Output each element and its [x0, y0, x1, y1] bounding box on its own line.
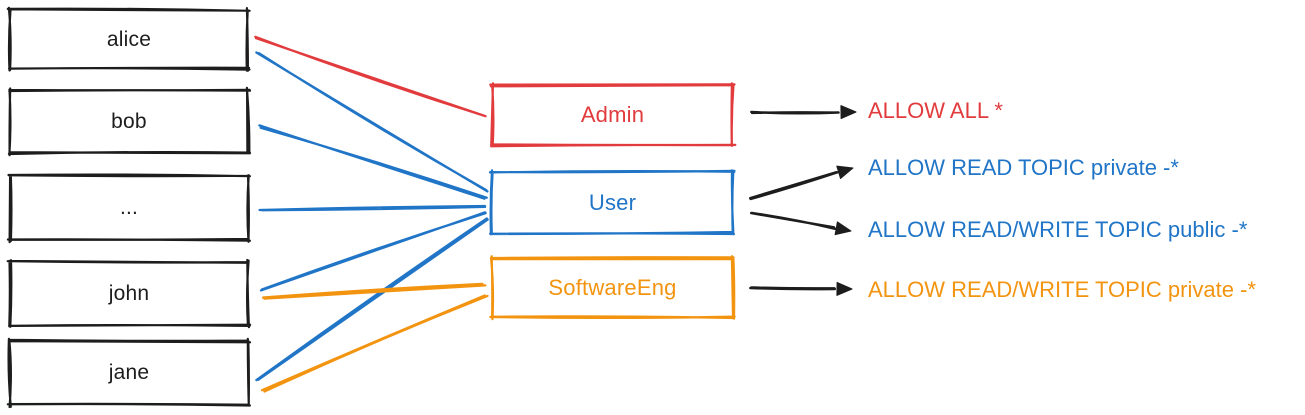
edge-jane-user — [255, 217, 489, 382]
edge-ellipsis-user — [258, 204, 487, 212]
arrow-shaft-user-p3 — [750, 211, 837, 230]
role-box-user — [488, 169, 736, 236]
edge-jane-softwareeng — [260, 294, 489, 393]
edge-john-user — [259, 211, 487, 292]
edge-alice-admin — [254, 35, 487, 118]
user-box-jane — [6, 337, 252, 409]
arrow-head-user-p2 — [836, 165, 854, 179]
role-box-softwareeng — [489, 255, 736, 321]
role-box-admin — [489, 82, 737, 148]
arrow-shaft-user-p2 — [749, 171, 839, 201]
edge-alice-user — [255, 51, 489, 193]
user-box-alice — [6, 6, 251, 72]
arrow-head-softwareeng-p4 — [836, 281, 853, 296]
arrow-shaft-softwareeng-p4 — [749, 286, 837, 291]
arrow-head-user-p3 — [834, 221, 852, 236]
edge-bob-user — [258, 124, 488, 200]
edge-john-softwareeng — [261, 282, 487, 300]
arrow-shaft-admin-p1 — [750, 110, 840, 115]
user-box-ellipsis — [6, 173, 251, 244]
user-box-john — [6, 258, 252, 329]
arrow-head-admin-p1 — [840, 105, 857, 120]
user-box-bob — [7, 86, 252, 157]
